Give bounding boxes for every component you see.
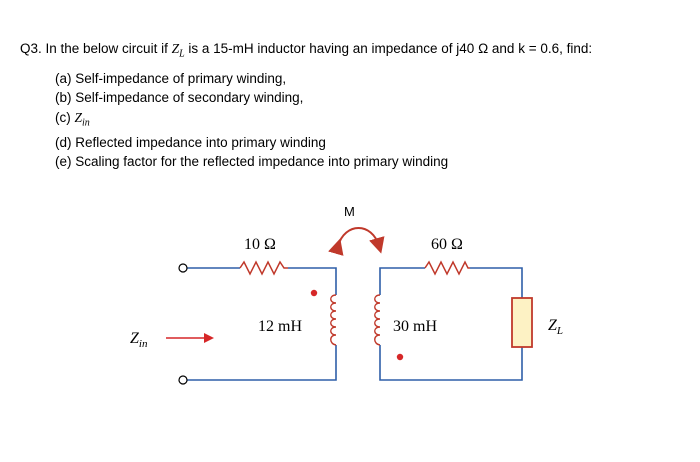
circuit-wires (187, 267, 523, 381)
r1-label: 10 Ω (244, 236, 276, 253)
inductor-primary-coil (330, 294, 337, 346)
load-impedance-box (511, 297, 533, 348)
zin-label-sub: in (139, 338, 148, 350)
load-symbol: Z (171, 41, 180, 56)
part-d: (d) Reflected impedance into primary win… (55, 134, 326, 150)
secondary-polarity-dot (396, 353, 404, 361)
r2-label: 60 Ω (431, 236, 463, 253)
mutual-label: M (344, 204, 355, 219)
question-text: Q3. In the below circuit if ZL is a 15-m… (20, 40, 592, 64)
load-subscript: L (179, 48, 185, 60)
wire-primary-bottom (187, 345, 337, 381)
load-label-main: Z (548, 317, 558, 334)
resistor-10-ohm (239, 260, 288, 276)
part-c-label: (c) (55, 109, 75, 125)
inductor-secondary-coil (374, 294, 381, 346)
part-e: (e) Scaling factor for the reflected imp… (55, 154, 449, 170)
zin-arrow-head (204, 333, 214, 343)
mutual-inductance-arc (328, 227, 385, 256)
wire-secondary-top-left (379, 267, 425, 295)
part-c-math: Z (74, 109, 83, 125)
wire-secondary-top-right (470, 267, 523, 298)
wire-secondary-bottom (379, 345, 523, 381)
question-prefix: Q3. In the below circuit if (20, 41, 172, 56)
l1-label: 12 mH (258, 318, 302, 335)
zin-label: Zin (130, 330, 148, 350)
l2-label: 30 mH (393, 318, 437, 335)
input-terminal-top (178, 263, 188, 273)
question-parts-list: (a) Self-impedance of primary winding, (… (55, 69, 448, 172)
question-suffix: is a 15-mH inductor having an impedance … (184, 41, 593, 56)
part-c: (c) Zin (55, 108, 448, 133)
input-terminal-bottom (178, 375, 188, 385)
primary-polarity-dot (310, 289, 318, 297)
load-label: ZL (548, 317, 563, 337)
zin-label-main: Z (130, 330, 140, 347)
part-c-math-sub: in (82, 117, 90, 129)
load-label-sub: L (556, 325, 563, 337)
resistor-60-ohm (424, 260, 470, 276)
wire-primary-top-right (288, 267, 337, 295)
part-a: (a) Self-impedance of primary winding, (55, 71, 287, 86)
part-b: (b) Self-impedance of secondary winding, (55, 90, 304, 106)
